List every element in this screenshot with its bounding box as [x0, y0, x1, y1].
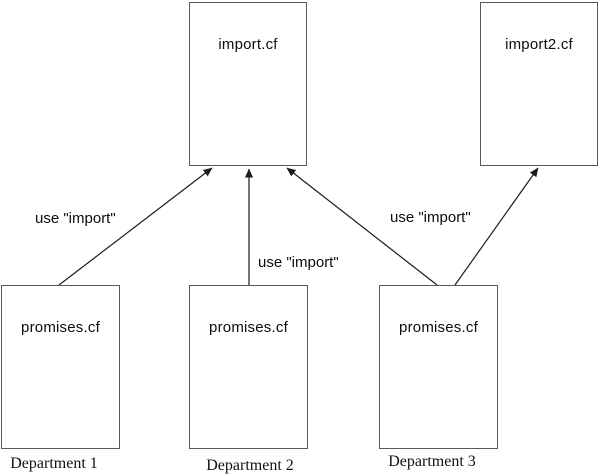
caption-department-1: Department 1	[10, 455, 98, 472]
node-promises-cf-dept1-label: promises.cf	[21, 319, 100, 336]
caption-department-2: Department 2	[206, 457, 294, 474]
caption-department-3: Department 3	[388, 453, 476, 470]
node-import-cf: import.cf	[189, 2, 307, 166]
node-promises-cf-dept2: promises.cf	[189, 285, 308, 449]
edge-label-use-import-left: use "import"	[35, 210, 116, 227]
node-promises-cf-dept3: promises.cf	[379, 285, 498, 449]
node-promises-cf-dept3-label: promises.cf	[399, 319, 478, 336]
node-import-cf-label: import.cf	[218, 36, 278, 53]
node-import2-cf-label: import2.cf	[505, 36, 573, 53]
node-promises-cf-dept1: promises.cf	[1, 285, 120, 449]
node-promises-cf-dept2-label: promises.cf	[209, 319, 288, 336]
node-import2-cf: import2.cf	[480, 2, 598, 166]
connector-promises3-to-import2	[454, 167, 539, 286]
edge-label-use-import-middle: use "import"	[258, 254, 339, 271]
edge-label-use-import-right: use "import"	[390, 209, 471, 226]
